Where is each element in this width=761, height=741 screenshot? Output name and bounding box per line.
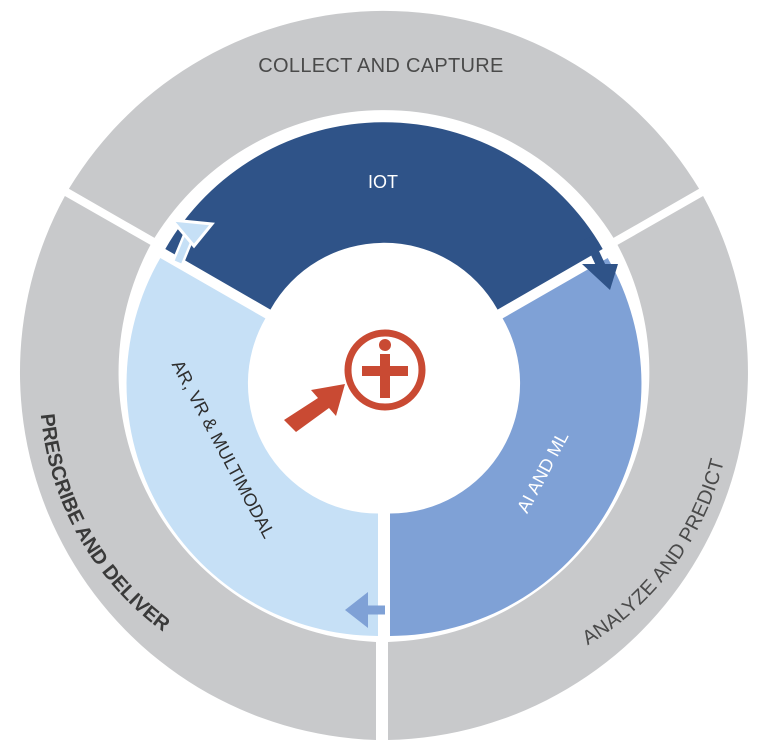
arrow-to-ar-icon bbox=[345, 592, 385, 628]
outer-segment-prescribe bbox=[19, 196, 376, 740]
inner-segment-iot bbox=[165, 122, 603, 310]
arrow-pointer-icon bbox=[284, 384, 345, 432]
inner-segment-ai-ml bbox=[390, 258, 642, 636]
arrow-to-ai-icon bbox=[582, 236, 618, 290]
outer-ring bbox=[19, 10, 748, 740]
outer-segment-collect bbox=[68, 10, 700, 238]
outer-segment-analyze bbox=[388, 196, 748, 740]
inner-segment-ar-vr bbox=[126, 258, 378, 636]
info-plus-logo-icon bbox=[344, 329, 426, 411]
outer-label-collect: COLLECT AND CAPTURE bbox=[258, 55, 503, 77]
inner-ring bbox=[126, 122, 642, 636]
arrow-to-iot-icon bbox=[168, 218, 215, 265]
cycle-arrows bbox=[168, 218, 618, 628]
inner-label-iot: IOT bbox=[368, 172, 398, 192]
